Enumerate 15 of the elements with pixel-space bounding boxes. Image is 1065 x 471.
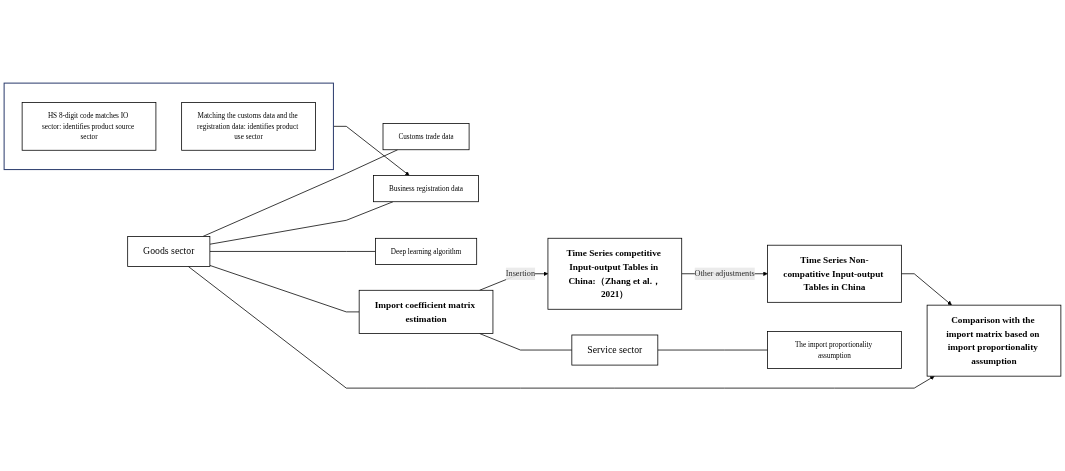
cluster [3,82,334,170]
edge-label: Other adjustments [694,269,755,278]
node-box: Time Series Non-compatitive Input-output Tables in China [767,244,902,303]
node-box: Time Series competitive Input-output Tables in China:（Zhang et al.，2021） [547,237,683,310]
connector [209,264,360,313]
node-box: Goods sector [127,235,211,267]
node-box: Comparison with the import matrix based on import proportionality assumption [926,304,1062,377]
connector [209,250,376,252]
node-box: Import coefficient matrix estimation [358,289,494,334]
connector [202,149,399,237]
connector [479,333,573,351]
connector [209,201,394,245]
edge-label: Insertion [505,269,536,278]
node-box: Service sector [571,334,659,366]
connector [657,349,768,351]
